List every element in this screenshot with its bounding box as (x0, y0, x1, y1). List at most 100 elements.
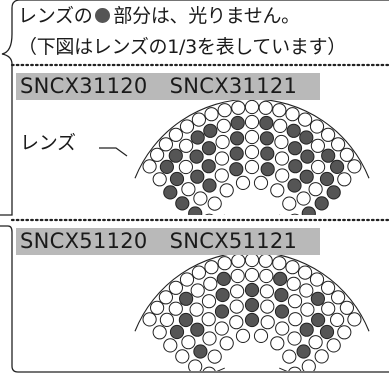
led-cell-lit (274, 151, 290, 166)
led-cell-lit (214, 151, 230, 166)
led-cell-lit (244, 129, 260, 145)
led-cell-lit (204, 213, 214, 215)
led-cell-lit (168, 280, 183, 295)
led-cell-lit (290, 213, 300, 215)
led-cell-lit (214, 321, 229, 336)
lens-label-leader (99, 147, 128, 157)
frame-top (0, 0, 389, 216)
led-cell-lit (259, 268, 274, 284)
led-cell-lit (321, 127, 336, 142)
led-cell-unlit (299, 169, 314, 184)
led-cell-lit (330, 312, 345, 327)
led-cell-unlit (288, 159, 303, 174)
led-cell-lit (253, 175, 269, 190)
lens-edge-tick (216, 367, 225, 371)
led-cell-unlit (273, 271, 288, 286)
unlit-led-symbol-icon (95, 8, 111, 23)
led-cell-unlit (300, 149, 315, 164)
led-cell-lit (244, 144, 260, 160)
led-cell-unlit (310, 291, 325, 306)
led-cell-lit (150, 300, 165, 315)
led-cell-lit (331, 137, 346, 152)
led-cell-lit (337, 172, 352, 187)
led-cell-lit (308, 182, 323, 197)
led-cell-lit (244, 159, 260, 175)
led-cell-lit (314, 349, 329, 364)
led-cell-lit (311, 159, 326, 175)
led-cell-unlit (179, 291, 194, 306)
led-cell-unlit (169, 171, 185, 187)
led-cell-lit (215, 134, 230, 150)
led-cell-lit (244, 99, 260, 115)
led-cell-unlit (214, 304, 230, 319)
led-cell-lit (191, 265, 206, 280)
led-cell-lit (204, 107, 219, 122)
led-cell-unlit (296, 344, 311, 359)
led-cell-unlit (201, 159, 216, 174)
led-cell-unlit (159, 159, 174, 174)
led-cell-unlit (326, 185, 341, 200)
led-cell-lit (260, 299, 275, 314)
led-cell-lit (207, 349, 222, 364)
led-cell-unlit (260, 146, 275, 161)
led-cell-lit (258, 100, 273, 115)
led-cell-unlit (287, 141, 303, 156)
led-cell-lit (217, 256, 232, 271)
note-text-end: 部分は、光りません。 (113, 5, 300, 27)
led-cell-lit (274, 134, 289, 150)
led-cell-lit (309, 272, 325, 287)
led-cell-lit (260, 315, 275, 330)
led-cell-lit (188, 359, 203, 371)
led-cell-unlit (215, 287, 230, 303)
led-cell-lit (310, 138, 325, 153)
led-cell-lit (202, 366, 216, 371)
led-cell-unlit (175, 196, 190, 211)
led-cell-lit (201, 294, 217, 309)
led-cell-lit (150, 147, 165, 162)
led-cell-lit (163, 338, 178, 353)
led-cell-lit (273, 118, 288, 134)
led-cell-lit (337, 325, 352, 340)
led-cell-lit (301, 359, 316, 371)
led-cell-lit (207, 196, 222, 211)
led-cell-unlit (260, 162, 275, 177)
led-cell-lit (179, 119, 195, 134)
led-cell-unlit (190, 322, 205, 337)
led-cell-lit (282, 349, 297, 364)
led-cell-unlit (169, 324, 185, 340)
led-cell-lit (272, 103, 287, 118)
led-cell-lit (309, 119, 325, 134)
led-cell-lit (298, 265, 313, 280)
note-line-1: レンズの部分は、光りません。 (18, 4, 300, 28)
led-cell-lit (168, 127, 183, 142)
led-cell-lit (229, 299, 244, 314)
led-cell-lit (230, 268, 245, 284)
led-cell-lit (191, 112, 206, 127)
led-cell-unlit (193, 344, 208, 359)
led-cell-unlit (274, 304, 290, 319)
led-cell-lit (339, 147, 354, 162)
model-number: SNCX31120 (20, 74, 148, 98)
led-cell-unlit (244, 297, 260, 313)
led-cell-lit (270, 183, 285, 198)
led-cell-lit (203, 276, 218, 291)
led-cell-unlit (330, 159, 345, 174)
led-cell-unlit (321, 148, 336, 163)
led-cell-unlit (203, 123, 218, 138)
led-cell-unlit (201, 141, 217, 156)
led-cell-unlit (299, 322, 314, 337)
led-cell-unlit (230, 131, 245, 146)
led-cell-lit (214, 168, 229, 183)
led-cell-lit (286, 276, 301, 291)
led-cell-lit (217, 103, 232, 118)
led-cell-lit (287, 294, 303, 309)
led-cell-lit (179, 138, 194, 153)
led-cell-lit (142, 312, 157, 327)
led-cell-unlit (244, 282, 260, 298)
led-cell-lit (201, 312, 216, 327)
led-cell-lit (190, 283, 205, 298)
led-cell-unlit (190, 169, 205, 184)
led-cell-unlit (190, 130, 205, 145)
